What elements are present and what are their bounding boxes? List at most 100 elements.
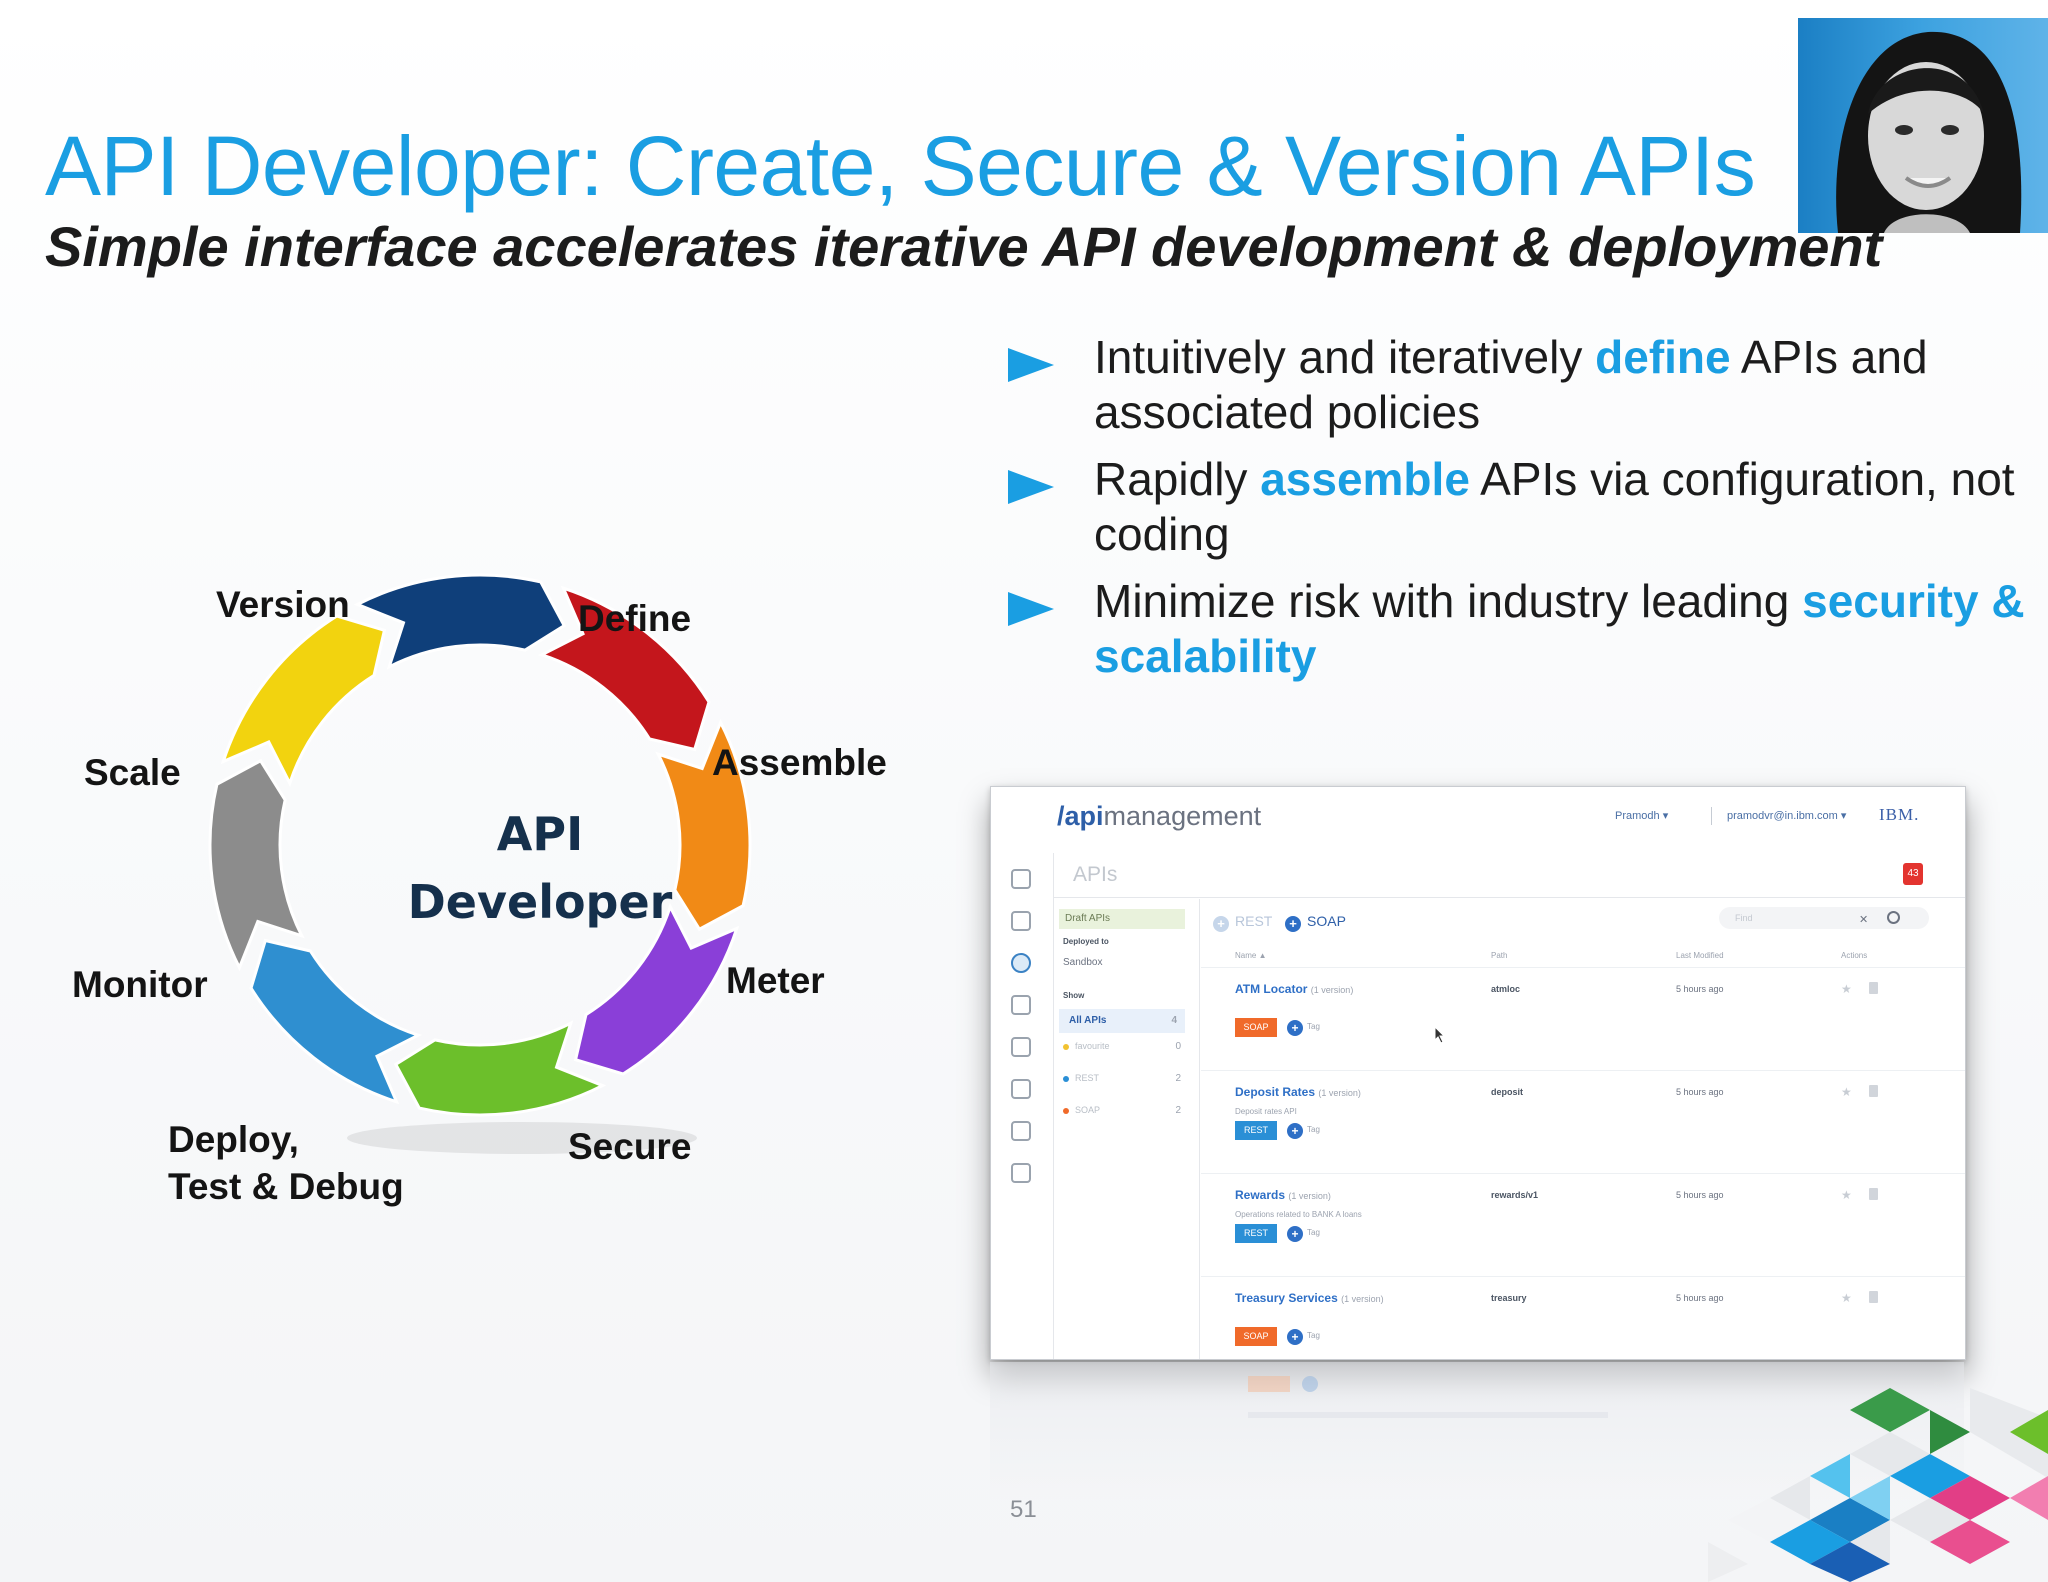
reflection-badge (1248, 1376, 1290, 1392)
stage-label-assemble: Assemble (712, 742, 887, 783)
find-input[interactable]: Find (1719, 907, 1929, 929)
stage-label-monitor: Monitor (72, 964, 208, 1005)
app-brand-logo: /apimanagement (1057, 801, 1262, 831)
column-header-actions: Actions (1841, 951, 1868, 960)
bullet-text: APIs and associated policies (1094, 331, 1928, 438)
add-tag-label[interactable]: Tag (1307, 1228, 1320, 1237)
bullet-arrow-icon (1008, 592, 1054, 626)
wheel-segment (220, 614, 387, 788)
ibm-logo: IBM. (1879, 805, 1920, 824)
stage-label-deploy-line2: Test & Debug (168, 1166, 404, 1207)
api-row[interactable]: Rewards (1 version) rewards/v1 5 hours a… (1201, 1173, 1965, 1277)
api-row[interactable]: ATM Locator (1 version) atmloc 5 hours a… (1201, 967, 1965, 1071)
api-type-badge: SOAP (1235, 1018, 1277, 1037)
wheel-segment (208, 758, 305, 972)
delete-icon[interactable] (1869, 1188, 1878, 1200)
org-selector[interactable]: Pramodh ▾ (1615, 810, 1669, 822)
sidebar-item-draft-apis[interactable]: Draft APIs (1059, 909, 1185, 929)
delete-icon[interactable] (1869, 1085, 1878, 1097)
speaker-webcam-photo (1798, 18, 2048, 233)
bullet-item: Minimize risk with industry leading secu… (1008, 574, 2028, 684)
api-path: treasury (1491, 1293, 1527, 1303)
delete-icon[interactable] (1869, 982, 1878, 994)
sidebar-item-sandbox[interactable]: Sandbox (1063, 957, 1103, 968)
mouse-cursor-icon (1435, 1027, 1446, 1043)
add-tag-icon[interactable]: + (1287, 1020, 1303, 1036)
api-modified: 5 hours ago (1676, 1190, 1724, 1200)
lifecycle-wheel-graphic (208, 573, 752, 1154)
api-description: Deposit rates API (1235, 1107, 1297, 1116)
stage-label-define: Define (578, 598, 692, 639)
stage-label-meter: Meter (726, 960, 825, 1001)
search-icon[interactable] (1011, 1037, 1031, 1057)
wheel-segment (537, 585, 711, 752)
wheel-segment (249, 938, 423, 1105)
api-type-badge: SOAP (1235, 1327, 1277, 1346)
add-tag-icon[interactable]: + (1287, 1329, 1303, 1345)
favourite-star-icon[interactable]: ★ (1841, 1188, 1852, 1202)
bullet-text: Rapidly (1094, 453, 1261, 505)
user-menu[interactable]: pramodvr@in.ibm.com ▾ (1727, 810, 1847, 822)
api-name-link[interactable]: Rewards (1 version) (1235, 1188, 1331, 1202)
wheel-segment (353, 573, 567, 670)
cycle-center-line2: Developer (407, 875, 673, 929)
bullet-emphasis: security & scalability (1094, 575, 2025, 682)
bullet-arrow-icon (1008, 470, 1054, 504)
notification-badge[interactable]: 43 (1903, 863, 1923, 885)
slide-title: API Developer: Create, Secure & Version … (45, 119, 1756, 213)
page-number: 51 (1010, 1496, 1037, 1523)
add-tag-label[interactable]: Tag (1307, 1125, 1320, 1134)
wheel-segment (393, 1020, 607, 1117)
favourite-star-icon[interactable]: ★ (1841, 1291, 1852, 1305)
api-management-screenshot: /apimanagement Pramodh ▾ pramodvr@in.ibm… (990, 786, 1966, 1360)
home-icon[interactable] (1011, 869, 1031, 889)
bullet-arrow-icon (1008, 348, 1054, 382)
sidebar-heading-deployed: Deployed to (1063, 937, 1109, 946)
clear-icon[interactable]: ✕ (1859, 914, 1869, 926)
add-rest-api-button[interactable]: +REST (1213, 913, 1272, 932)
api-list-panel: +REST +SOAP Find ✕ Name ▲ Path Last Modi… (1201, 899, 1965, 1359)
api-row[interactable]: Treasury Services (1 version) treasury 5… (1201, 1276, 1965, 1359)
users-icon[interactable] (1011, 1079, 1031, 1099)
column-header-path[interactable]: Path (1491, 951, 1508, 960)
add-tag-label[interactable]: Tag (1307, 1331, 1320, 1340)
favourite-star-icon[interactable]: ★ (1841, 982, 1852, 996)
apis-icon[interactable] (1011, 953, 1031, 973)
add-tag-label[interactable]: Tag (1307, 1022, 1320, 1031)
api-path: atmloc (1491, 984, 1521, 994)
search-icon[interactable] (1887, 911, 1900, 924)
bullet-emphasis: define (1595, 331, 1731, 383)
api-filter-sidebar: Draft APIs Deployed to Sandbox Show All … (1053, 899, 1200, 1359)
wheel-segment (573, 902, 740, 1076)
add-tag-icon[interactable]: + (1287, 1226, 1303, 1242)
api-name-link[interactable]: Treasury Services (1 version) (1235, 1291, 1384, 1305)
bullet-text: APIs via configuration, not coding (1094, 453, 2015, 560)
wheel-segment (655, 718, 752, 932)
api-name-link[interactable]: Deposit Rates (1 version) (1235, 1085, 1361, 1099)
cycle-center-line1: API (496, 807, 584, 861)
api-modified: 5 hours ago (1676, 1293, 1724, 1303)
drafts-icon[interactable] (1011, 911, 1031, 931)
delete-icon[interactable] (1869, 1291, 1878, 1303)
column-header-name[interactable]: Name ▲ (1235, 951, 1267, 960)
api-name-link[interactable]: ATM Locator (1 version) (1235, 982, 1354, 996)
api-row[interactable]: Deposit Rates (1 version) deposit 5 hour… (1201, 1070, 1965, 1174)
api-type-badge: REST (1235, 1224, 1277, 1243)
api-type-badge: REST (1235, 1121, 1277, 1140)
column-header-modified[interactable]: Last Modified (1676, 951, 1724, 960)
nav-rail (991, 853, 1054, 1359)
add-tag-icon[interactable]: + (1287, 1123, 1303, 1139)
products-icon[interactable] (1011, 995, 1031, 1015)
api-path: rewards/v1 (1491, 1190, 1539, 1200)
download-icon[interactable] (1011, 1121, 1031, 1141)
bullet-emphasis: assemble (1260, 453, 1470, 505)
add-soap-api-button[interactable]: +SOAP (1285, 913, 1346, 932)
section-title: APIs (1073, 863, 1118, 886)
api-path: deposit (1491, 1087, 1524, 1097)
settings-icon[interactable] (1011, 1163, 1031, 1183)
favourite-star-icon[interactable]: ★ (1841, 1085, 1852, 1099)
